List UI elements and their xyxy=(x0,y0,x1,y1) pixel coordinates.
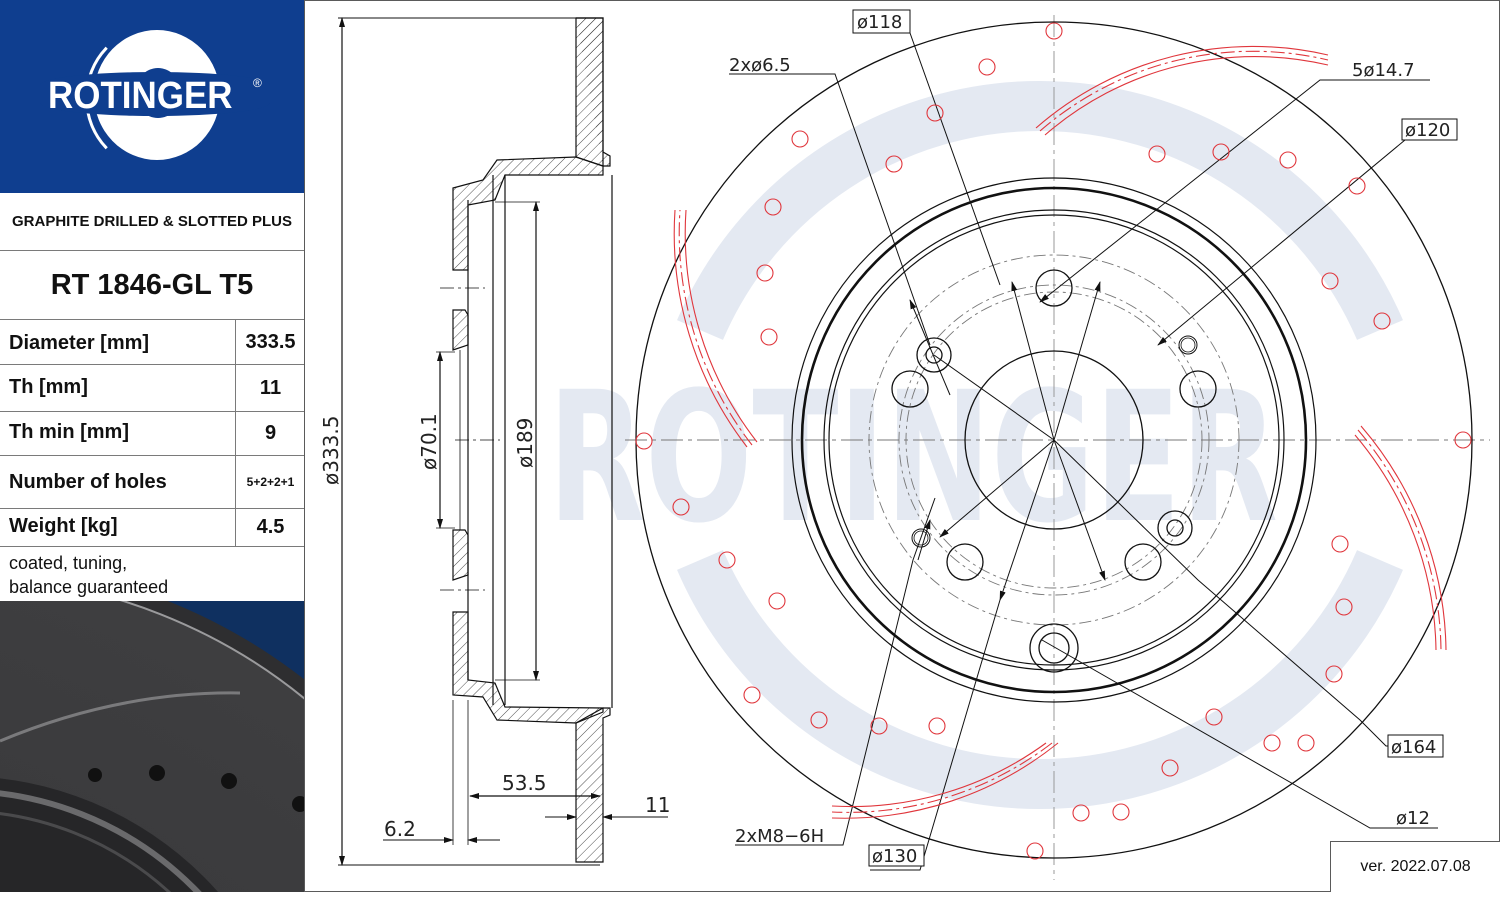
dim-hat-diameter: ø189 xyxy=(513,418,537,468)
spec-row-thickness: Th [mm] 11 xyxy=(0,365,304,412)
section-view xyxy=(338,17,668,866)
dim-center-bore: ø70.1 xyxy=(417,413,441,470)
product-note: coated, tuning, balance guaranteed xyxy=(9,551,168,599)
watermark-logo: ROTINGER xyxy=(548,80,1403,810)
registered-mark: ® xyxy=(253,76,262,90)
spec-value: 333.5 xyxy=(235,320,305,364)
spec-value: 4.5 xyxy=(235,509,305,546)
disc-photo-icon xyxy=(0,601,304,892)
dim-outer-diameter: ø333.5 xyxy=(319,416,343,486)
callout-small-holes: 2xø6.5 xyxy=(729,55,791,76)
spec-row-holes: Number of holes 5+2+2+1 xyxy=(0,456,304,509)
spec-value: 9 xyxy=(235,412,305,455)
spec-row-min-thickness: Th min [mm] 9 xyxy=(0,412,304,456)
callout-hole-12: ø12 xyxy=(1396,808,1430,829)
callout-stud-holes: 5ø14.7 xyxy=(1352,60,1415,81)
note-line: coated, tuning, xyxy=(9,553,128,573)
spec-value: 5+2+2+1 xyxy=(235,456,305,508)
spec-label: Weight [kg] xyxy=(9,515,118,537)
callout-pcd-118: ø118 xyxy=(857,12,902,33)
spec-value: 11 xyxy=(235,365,305,411)
brand-logo: ROTINGER ® xyxy=(0,0,304,193)
front-callouts: ø118 2xø6.5 5ø14.7 ø120 ø164 ø12 2xM8−6H… xyxy=(729,9,1458,867)
drawing-canvas: ROTINGER xyxy=(319,9,1490,880)
spec-label: Th [mm] xyxy=(9,376,88,398)
product-photo xyxy=(0,601,304,892)
part-number: RT 1846-GL T5 xyxy=(0,251,304,320)
watermark-text: ROTINGER xyxy=(548,354,1278,563)
spec-sidebar: ROTINGER ® GRAPHITE DRILLED & SLOTTED PL… xyxy=(0,0,305,892)
callout-pcd-120: ø120 xyxy=(1405,120,1450,141)
spec-row-diameter: Diameter [mm] 333.5 xyxy=(0,320,304,365)
dim-disc-thickness: 11 xyxy=(645,793,670,817)
spec-label: Th min [mm] xyxy=(9,421,129,443)
dim-offset: 53.5 xyxy=(502,771,547,795)
drill-holes xyxy=(635,22,1472,860)
brand-name: ROTINGER xyxy=(48,75,233,117)
section-dimension-labels: ø333.5 ø70.1 ø189 53.5 6.2 11 xyxy=(319,413,670,841)
technical-drawing: ROTINGER xyxy=(305,0,1500,892)
note-line: balance guaranteed xyxy=(9,577,169,597)
spec-label: Number of holes xyxy=(9,471,167,493)
callout-pcd-164: ø164 xyxy=(1391,737,1436,758)
spec-label: Diameter [mm] xyxy=(9,332,150,354)
callout-pcd-130: ø130 xyxy=(872,846,917,867)
logo-hub xyxy=(135,68,181,118)
dim-hat-thickness: 6.2 xyxy=(384,817,416,841)
spec-row-weight: Weight [kg] 4.5 xyxy=(0,509,304,547)
product-series: GRAPHITE DRILLED & SLOTTED PLUS xyxy=(0,193,304,251)
callout-threads: 2xM8−6H xyxy=(735,826,824,847)
version-label: ver. 2022.07.08 xyxy=(1330,841,1500,892)
